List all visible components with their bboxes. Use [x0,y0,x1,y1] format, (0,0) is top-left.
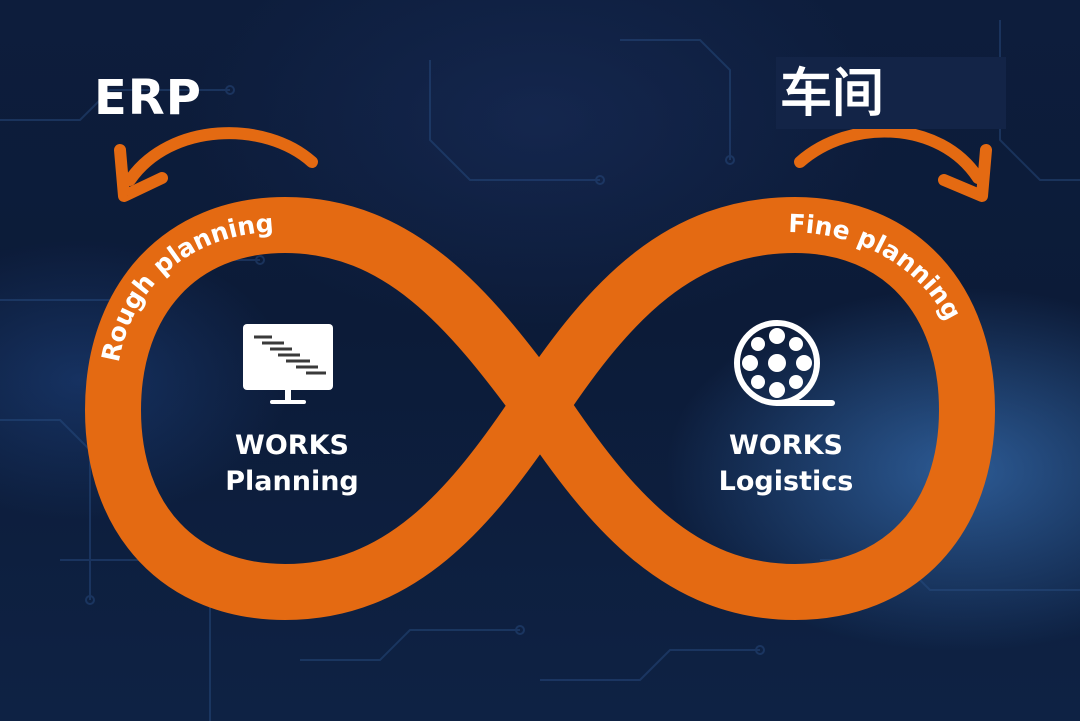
works-logistics-line2: Logistics [718,466,854,497]
workshop-label: 车间 [780,64,885,124]
left-curved-arrow [114,127,318,202]
erp-label: ERP [94,70,202,126]
workshop-label-box [776,57,1006,129]
monitor-gantt-icon [243,324,333,404]
works-planning-line2: Planning [225,466,359,497]
works-planning-line1: WORKS [235,430,349,461]
film-reel-icon [734,320,835,406]
infinity-band [85,197,995,620]
works-logistics-label: WORKS Logistics [676,428,896,500]
right-curved-arrow [794,125,992,202]
works-planning-label: WORKS Planning [182,428,402,500]
works-logistics-line1: WORKS [729,430,843,461]
